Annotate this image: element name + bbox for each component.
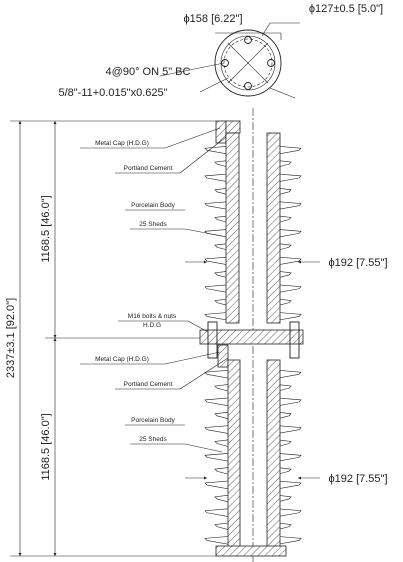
bolt-hole (221, 59, 229, 67)
leader-line (179, 136, 227, 174)
upper-height-label: 1168.5 [46.0"] (40, 195, 52, 262)
hole-pattern-label: 4@90° ON 5" BC (106, 66, 191, 78)
bolt-hole (267, 59, 275, 67)
leader-line (261, 22, 271, 37)
lower-core-left (227, 359, 241, 556)
lower-core-right (266, 359, 281, 556)
dim-bolt-circle: ϕ158 [6.22"] (184, 13, 243, 25)
upper-core-right (266, 132, 281, 324)
leader-line (184, 228, 223, 237)
upper-cement (225, 120, 241, 134)
upper-sheds-label: 25 Sheds (139, 221, 167, 228)
lower-height-label: 1168.5 [46.0"] (40, 413, 52, 480)
overall-height-label: 2337±3.1 [92.0"] (5, 298, 17, 378)
bolt-hole (244, 82, 252, 90)
lower-shed-dia-label: ϕ192 [7.55"] (329, 473, 388, 485)
sheds-outline (204, 142, 302, 547)
base-cap (215, 545, 287, 557)
flange-outer-circle (214, 29, 282, 97)
diameter-dimensions: ϕ192 [7.55"] ϕ192 [7.55"] (185, 257, 388, 485)
lower-body-label: Porcelain Body (131, 417, 175, 424)
leader-line (159, 62, 225, 77)
upper-metal-cap (215, 120, 227, 144)
joint-bolts-finish: H.D.G (143, 322, 161, 329)
flange-inner-circle (220, 35, 276, 91)
leader-line (269, 87, 296, 99)
top-view: ϕ158 [6.22"] ϕ127±0.5 [5.0"] 4@90° ON 5"… (58, 3, 383, 99)
upper-metal-cap-label: Metal Cap (H.D.G) (95, 140, 149, 147)
vertical-dimensions: 2337±3.1 [92.0"] 1168.5 [46.0"] 1168.5 [… (5, 120, 216, 557)
thread-spec-label: 5/8"-11+0.015"x0.625" (58, 87, 167, 99)
joint-plate (199, 329, 304, 345)
upper-cement-label: Portland Cement (124, 165, 173, 172)
lower-metal-cap (217, 344, 229, 368)
leader-line (164, 351, 221, 365)
bolt-hole (244, 36, 252, 44)
lower-metal-cap-label: Metal Cap (H.D.G) (95, 356, 149, 363)
leader-line (184, 443, 223, 453)
joint-bolt-left (207, 321, 218, 359)
dim-flange: ϕ127±0.5 [5.0"] (309, 3, 383, 15)
joint-bolts-label: M16 bolts & nuts (128, 313, 177, 320)
leader-line (179, 357, 229, 390)
leader-line (187, 320, 209, 333)
joint-bolt-right (289, 321, 300, 359)
callouts: Metal Cap (H.D.G) Portland Cement Porcel… (80, 127, 229, 453)
lower-cement-label: Portland Cement (124, 381, 173, 388)
leader-line (164, 127, 221, 149)
side-view (199, 108, 304, 562)
upper-body-label: Porcelain Body (131, 202, 175, 209)
upper-shed-dia-label: ϕ192 [7.55"] (329, 257, 388, 269)
cross-line (227, 42, 269, 84)
lower-sheds-label: 25 Sheds (139, 436, 167, 443)
upper-core-left (225, 132, 240, 324)
bolt-circle (223, 38, 273, 88)
leader-line (199, 77, 229, 93)
